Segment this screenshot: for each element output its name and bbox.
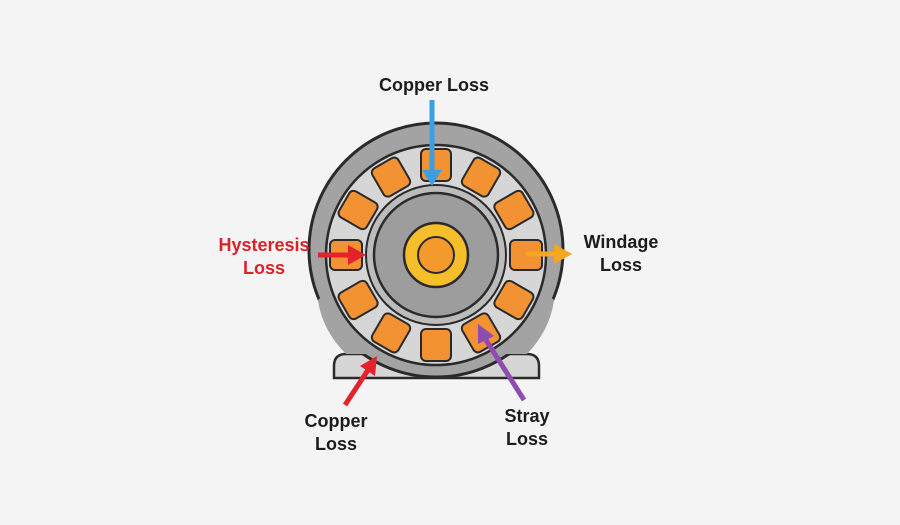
arrow-hysteresis-loss: [318, 245, 366, 265]
label-hysteresis-loss: Hysteresis Loss: [206, 234, 322, 280]
winding-slot: [420, 328, 452, 362]
label-copper-loss-top: Copper Loss: [362, 74, 506, 97]
label-windage-line-2: Loss: [599, 255, 642, 275]
shaft-inner: [417, 236, 455, 274]
frame-leg-right: [487, 290, 554, 354]
label-copper-bottom-line-2: Loss: [314, 434, 357, 454]
label-stray-line-1: Stray: [504, 406, 550, 426]
label-hysteresis-line-1: Hysteresis: [218, 235, 310, 255]
label-hysteresis-line-2: Loss: [242, 258, 285, 278]
winding-slot: [370, 156, 412, 198]
arrow-copper-loss-bottom: [342, 356, 377, 407]
label-copper-loss-bottom: Copper Loss: [290, 410, 382, 456]
arrow-copper-loss-top: [422, 100, 442, 186]
winding-slot: [337, 189, 379, 231]
frame-leg-left: [318, 290, 386, 354]
winding-slots: [329, 148, 543, 362]
arrow-windage-loss: [526, 244, 572, 264]
winding-slot: [493, 279, 535, 321]
winding-slot: [337, 279, 379, 321]
label-stray-loss: Stray Loss: [484, 405, 570, 451]
label-windage-loss: Windage Loss: [569, 231, 673, 277]
label-stray-line-2: Loss: [505, 429, 548, 449]
label-copper-bottom-line-1: Copper: [304, 411, 368, 431]
winding-slot: [460, 156, 502, 198]
winding-slot: [493, 189, 535, 231]
label-windage-line-1: Windage: [583, 232, 659, 252]
arrow-stray-loss: [478, 324, 527, 402]
label-copper-loss-top-text: Copper Loss: [378, 75, 489, 95]
winding-slot: [370, 312, 412, 354]
